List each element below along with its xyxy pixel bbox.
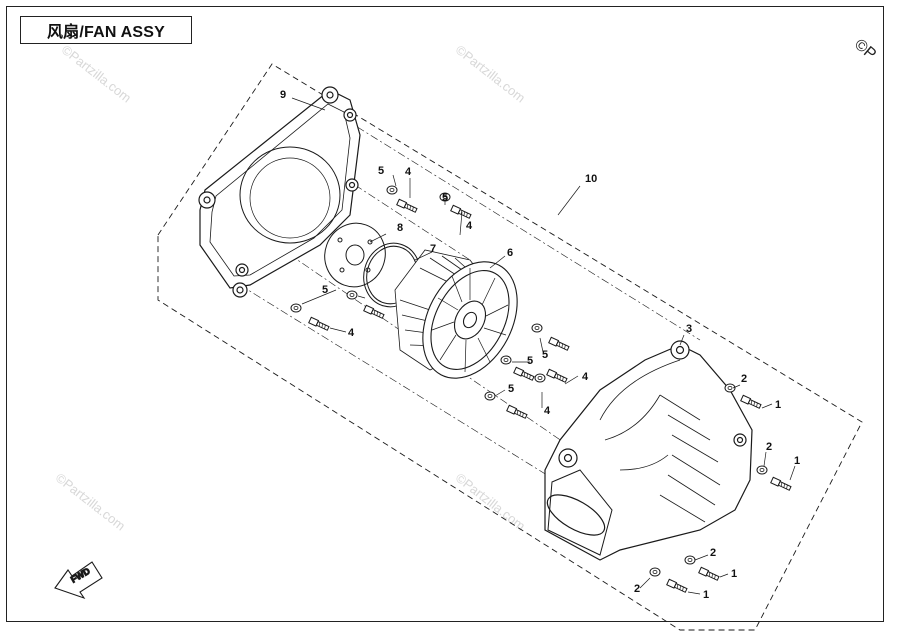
callout-2: 2 xyxy=(634,583,640,595)
fan-part xyxy=(394,249,518,379)
plate-disc-part xyxy=(324,222,386,288)
backplate-part xyxy=(198,86,361,298)
callout-4: 4 xyxy=(466,220,473,232)
callout-10: 10 xyxy=(585,173,597,185)
forward-direction-arrow: FWD xyxy=(54,561,103,600)
diagram-title: 风扇/FAN ASSY xyxy=(20,16,192,44)
drawing-frame xyxy=(6,6,884,622)
callout-1: 1 xyxy=(731,568,737,580)
callout-5: 5 xyxy=(442,192,448,204)
leader-lines xyxy=(291,97,796,595)
callout-5: 5 xyxy=(542,349,548,361)
callout-2: 2 xyxy=(710,547,716,559)
callout-1: 1 xyxy=(775,399,781,411)
callout-5: 5 xyxy=(378,165,384,177)
callout-5: 5 xyxy=(322,284,328,296)
callout-4: 4 xyxy=(544,405,551,417)
callout-5: 5 xyxy=(527,355,533,367)
callout-2: 2 xyxy=(741,373,747,385)
callout-4: 4 xyxy=(405,166,412,178)
assembly-boundary xyxy=(157,63,863,631)
callout-4: 4 xyxy=(348,327,355,339)
callout-9: 9 xyxy=(280,89,286,101)
fan-cover-part xyxy=(544,340,753,561)
callout-4: 4 xyxy=(582,371,589,383)
callout-1: 1 xyxy=(703,589,709,601)
callout-7: 7 xyxy=(430,243,436,255)
callout-5: 5 xyxy=(508,383,514,395)
callout-2: 2 xyxy=(766,441,772,453)
callout-1: 1 xyxy=(794,455,800,467)
callout-3: 3 xyxy=(686,323,692,335)
callout-8: 8 xyxy=(397,222,403,234)
callout-6: 6 xyxy=(507,247,513,259)
